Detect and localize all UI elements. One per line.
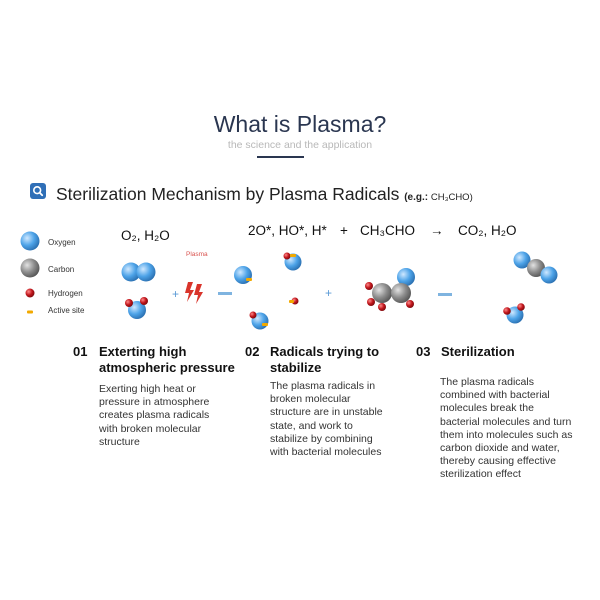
step-3-body-line: sterilization effect (440, 468, 521, 481)
eq-reactants: O₂, H₂O (121, 228, 170, 243)
step-3-heading: Sterilization (441, 344, 515, 360)
page-subtitle: the science and the application (227, 139, 373, 151)
step-2-body-line: stabilize by combining (270, 432, 373, 445)
step-1-body-line: creates plasma radicals (99, 409, 210, 422)
legend-active-site-label: Active site (48, 306, 85, 315)
oxygen-radical (234, 266, 252, 284)
title-underline (257, 156, 304, 158)
acetaldehyde-molecule (365, 268, 415, 311)
step-1-heading-line-2: atmospheric pressure (99, 360, 235, 375)
eq-aldehyde: CH₃CHO (360, 223, 415, 238)
hydrogen-radical (289, 297, 299, 305)
legend-icons (20, 231, 40, 314)
legend-hydrogen-label: Hydrogen (48, 289, 83, 298)
h2o-molecule (125, 297, 148, 319)
plus-sign-2: + (325, 286, 332, 300)
step-2-heading-line-1: Radicals trying to (270, 344, 380, 359)
step-3-body-line: them into molecules such as (440, 428, 573, 441)
step-1-body-line: with broken molecular (99, 422, 202, 435)
step-3-body-line: molecules break the (440, 402, 534, 415)
section-example-formula: CH₃CHO) (430, 192, 473, 203)
step-2-body-line: state, and work to (270, 419, 353, 432)
eq-products: CO₂, H₂O (458, 223, 517, 238)
search-doc-icon (30, 183, 46, 199)
step-3-body-line: thereby causing effective (440, 455, 556, 468)
legend-oxygen-label: Oxygen (48, 238, 76, 247)
step-1-heading: Exterting high atmospheric pressure (99, 344, 235, 376)
o2-molecule (121, 262, 156, 282)
step-1-number: 01 (73, 344, 88, 359)
step-1-body-line: structure (99, 435, 140, 448)
legend-active-site-icon (27, 310, 33, 314)
step-2-body: The plasma radicals in broken molecular … (270, 380, 383, 459)
product-h2o-molecule (503, 303, 525, 324)
arrow-1 (218, 292, 232, 295)
step-3-body-line: The plasma radicals (440, 376, 534, 388)
hydroxyl-radical-top (283, 252, 302, 271)
hydroxyl-radical-bottom (249, 311, 269, 330)
section-title: Sterilization Mechanism by Plasma Radica… (56, 184, 473, 205)
step-2-heading-line-2: stabilize (270, 360, 322, 375)
step-1-heading-line-1: Exterting high (99, 344, 187, 359)
step-2-number: 02 (245, 344, 260, 359)
step-2-heading: Radicals trying to stabilize (270, 344, 379, 376)
lightning-icon (185, 282, 203, 304)
step-3-body: The plasma radicals combined with bacter… (440, 376, 572, 482)
plus-sign-1: + (172, 287, 179, 301)
section-title-text: Sterilization Mechanism by Plasma Radica… (56, 184, 400, 204)
legend-oxygen-icon (20, 231, 40, 251)
plasma-label: Plasma (186, 251, 208, 258)
page-title: What is Plasma? (213, 111, 387, 137)
legend-carbon-label: Carbon (48, 265, 75, 274)
step-2-body-line: with bacterial molecules (270, 446, 382, 459)
molecule-diagram: + + (121, 251, 558, 330)
step-3-number: 03 (416, 344, 431, 359)
step-3-body-line: carbon dioxide and water, (440, 442, 560, 455)
section-example-sep: : (424, 192, 431, 203)
step-3-body-line: combined with bacterial (440, 389, 550, 402)
step-2-body-line: The plasma radicals in (270, 380, 376, 392)
step-2-body-line: structure are in unstable (270, 406, 383, 419)
section-example: (e.g.: CH₃CHO) (404, 192, 473, 203)
eq-radicals: 2O*, HO*, H* (248, 223, 327, 238)
step-1-body-line: pressure in atmosphere (99, 396, 210, 409)
co2-molecule (513, 251, 558, 284)
legend-carbon-icon (20, 258, 40, 278)
eq-plus: + (340, 223, 348, 238)
eq-arrow: → (430, 223, 444, 238)
arrow-2 (438, 293, 452, 296)
legend-hydrogen-icon (25, 288, 35, 298)
step-2-body-line: broken molecular (270, 393, 351, 406)
step-1-body-line: Exerting high heat or (99, 383, 196, 395)
section-example-prefix: (e.g. (404, 192, 425, 203)
step-1-body: Exerting high heat or pressure in atmosp… (99, 383, 209, 449)
step-3-heading-line-1: Sterilization (441, 344, 515, 359)
step-3-body-line: bacterial molecules and turn (440, 415, 572, 428)
